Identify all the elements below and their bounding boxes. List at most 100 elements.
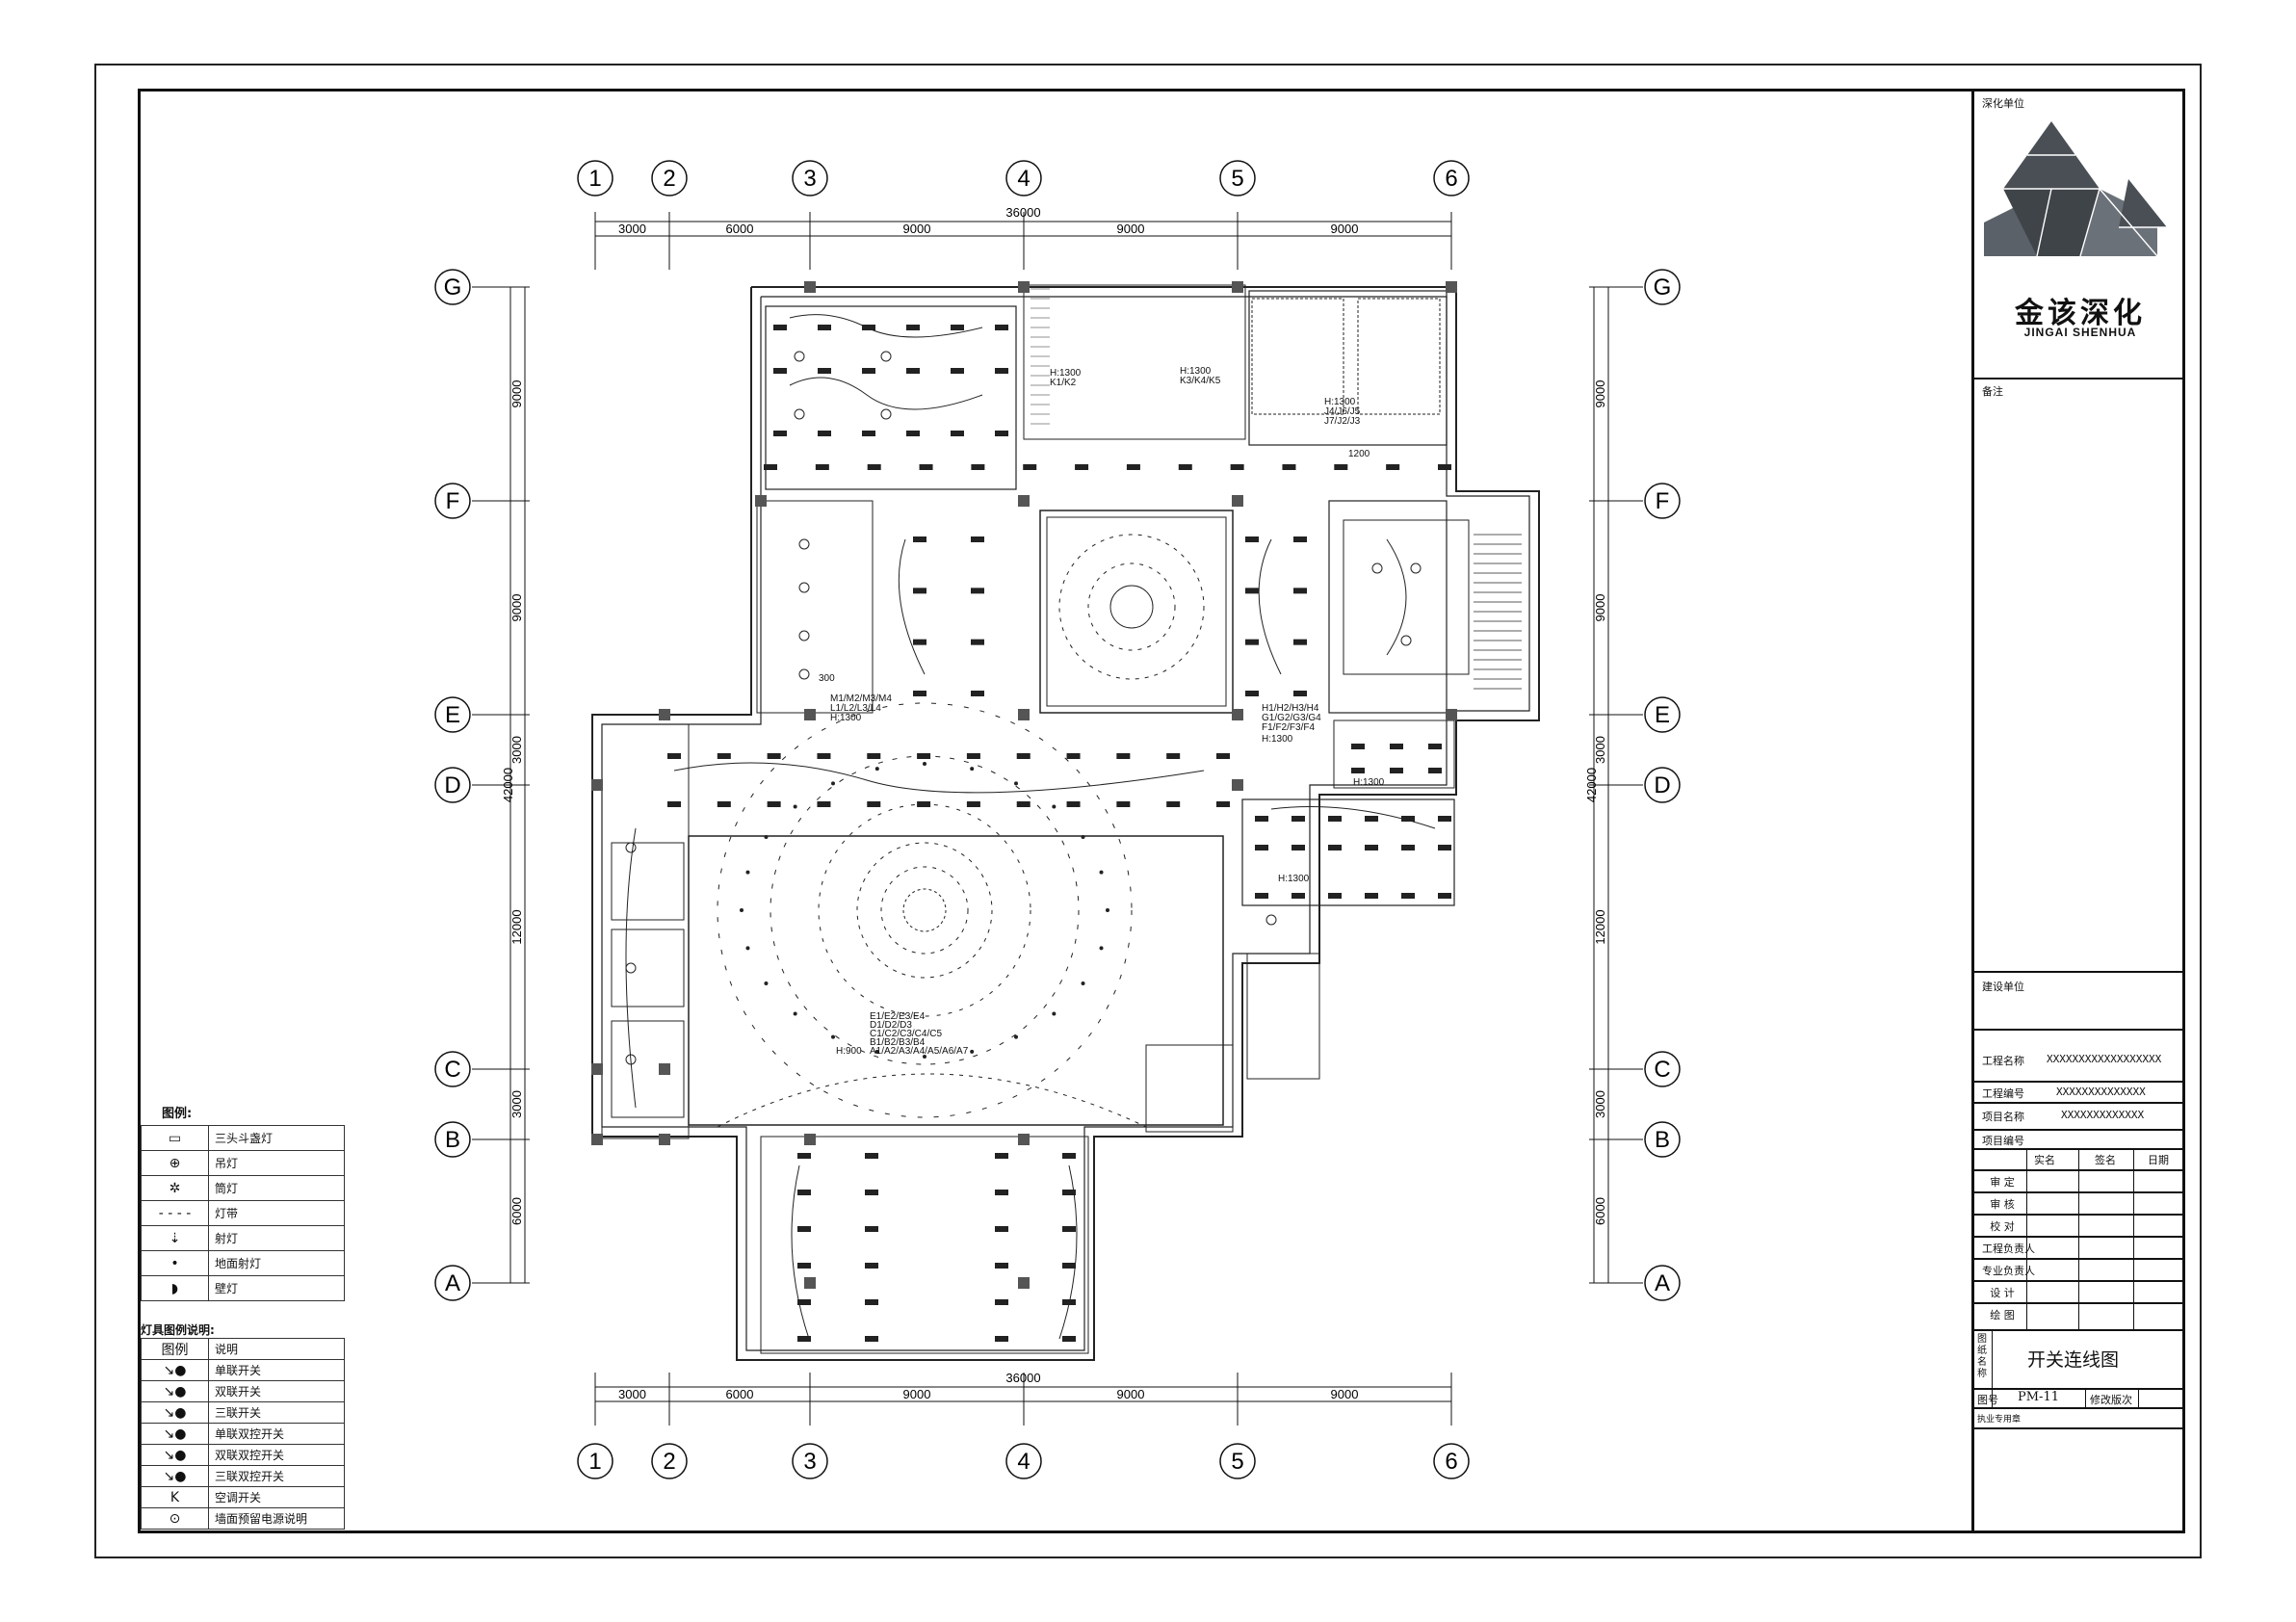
- grille-lamp-icon: [917, 753, 931, 759]
- title-block-divider: [1974, 1280, 2185, 1282]
- floor-spot-icon: [874, 1049, 879, 1054]
- legend-symbol-icon: ✲: [141, 1175, 209, 1201]
- span-dimension-label: 9000: [509, 380, 524, 408]
- grille-lamp-icon: [1230, 464, 1244, 470]
- column-axis-label: 5: [1231, 1449, 1243, 1475]
- column-axis-label: 5: [1231, 166, 1243, 192]
- floor-spot-icon: [745, 946, 750, 951]
- switch-wire: [789, 377, 983, 410]
- switch-wire: [625, 827, 637, 1109]
- grille-lamp-icon: [1428, 744, 1442, 749]
- floor-spot-icon: [1106, 908, 1109, 912]
- title-block-divider: [1974, 971, 2185, 973]
- grille-lamp-icon: [971, 464, 985, 470]
- column-axis-label: 1: [588, 166, 601, 192]
- plan-annotations: H:1300 K1/K2 H:1300 K3/K4/K5 H:1300 J4/J…: [819, 366, 1385, 1057]
- title-block-divider: [1974, 378, 2185, 379]
- switch-wire: [791, 1164, 810, 1340]
- annotation-g-group: G1/G2/G3/G4: [1262, 713, 1321, 723]
- role-label: 设 计: [1990, 1287, 2015, 1299]
- switch-label: 三联双控开关: [208, 1465, 345, 1487]
- switch-wire: [1258, 538, 1282, 675]
- row-axis-label: G: [444, 275, 462, 301]
- grille-lamp-icon: [865, 1336, 878, 1342]
- drawing-inner-frame: [138, 89, 2185, 1533]
- row-axis-bubble: [1644, 1121, 1681, 1158]
- legend-symbol-icon: •: [141, 1250, 209, 1276]
- grille-lamp-icon: [1351, 768, 1365, 773]
- annotation-h900: H:900: [836, 1046, 862, 1057]
- row-axis-bubble: [1644, 269, 1681, 305]
- grille-lamp-icon: [995, 1226, 1008, 1232]
- grille-lamp-icon: [1386, 464, 1400, 470]
- grille-lamp-icon: [1016, 801, 1031, 807]
- legend-row: ✲筒灯: [141, 1175, 345, 1201]
- total-dimension-label: 42000: [501, 768, 515, 802]
- grille-lamp-icon: [667, 801, 681, 807]
- floor-spot-icon: [923, 762, 926, 766]
- structural-columns: [591, 281, 1457, 1289]
- floor-spot-icon: [740, 908, 744, 912]
- role-label: 工程负责人: [1982, 1243, 2035, 1255]
- switch-label: 三联开关: [208, 1401, 345, 1424]
- switch-label: 双联双控开关: [208, 1444, 345, 1466]
- title-block-divider: [1974, 1102, 2185, 1104]
- grille-lamp-icon: [917, 801, 931, 807]
- structural-column: [659, 1063, 670, 1075]
- pendant-lamp-icon: [798, 582, 810, 593]
- pendant-lamp-icon: [794, 351, 805, 362]
- span-dimension-label: 9000: [509, 594, 524, 622]
- span-dimension-label: 3000: [1593, 1090, 1607, 1118]
- column-axis-bubble: [1005, 1443, 1042, 1479]
- grille-lamp-icon: [971, 536, 984, 542]
- grille-lamp-icon: [865, 1190, 878, 1195]
- column-divider: [2138, 1388, 2139, 1407]
- row-axis-bubble: [1644, 1265, 1681, 1301]
- grille-lamp-icon: [767, 753, 781, 759]
- pendant-lamp-icon: [1400, 635, 1412, 646]
- grille-lamp-icon: [1390, 744, 1403, 749]
- header-cell: 图例: [141, 1338, 209, 1360]
- floor-spot-icon: [1014, 1034, 1018, 1039]
- floor-spot-icon: [1099, 870, 1104, 875]
- grille-lamp-icon: [1401, 816, 1415, 822]
- grille-lamp-icon: [773, 325, 787, 330]
- switch-wire: [1058, 1164, 1078, 1340]
- grille-lamp-icon: [1066, 753, 1081, 759]
- role-label: 审 核: [1990, 1198, 2015, 1211]
- switch-symbol-icon: ↘●: [141, 1380, 209, 1402]
- row-axis-label: E: [1655, 702, 1670, 728]
- pendant-lamp-icon: [798, 630, 810, 641]
- column-divider: [2085, 1388, 2086, 1407]
- title-block-divider: [1974, 1427, 2185, 1429]
- structural-column: [804, 1277, 816, 1289]
- switch-legend-row: ↘●单联双控开关: [141, 1423, 345, 1445]
- annotation-h1300: H:1300: [1180, 366, 1212, 377]
- grille-lamp-icon: [1245, 536, 1259, 542]
- grille-lamp-icon: [1438, 845, 1451, 850]
- title-block-divider: [1974, 1329, 2185, 1331]
- grille-lamp-icon: [1292, 845, 1305, 850]
- structural-column: [804, 709, 816, 720]
- pendant-lamp-icon: [798, 538, 810, 550]
- switch-legend-row: ↘●三联双控开关: [141, 1465, 345, 1487]
- grille-lamp-icon: [913, 639, 926, 645]
- grille-lamp-icon: [1216, 753, 1230, 759]
- grille-lamp-icon: [1292, 893, 1305, 899]
- grille-lamp-icon: [995, 1299, 1008, 1305]
- switch-symbol-icon: ↘●: [141, 1401, 209, 1424]
- title-block-divider: [1974, 1129, 2185, 1131]
- switch-legend-row: ↘●单联开关: [141, 1359, 345, 1381]
- switch-legend-title: 灯具图例说明:: [141, 1323, 215, 1337]
- floor-spot-icon: [1099, 946, 1104, 951]
- floor-spot-icon: [831, 1034, 835, 1039]
- grille-lamp-icon: [773, 431, 787, 436]
- grille-lamp-icon: [995, 1263, 1008, 1269]
- column-axis-label: 3: [803, 166, 816, 192]
- legend-symbol-icon: ⇣: [141, 1225, 209, 1251]
- switch-wire: [1386, 538, 1407, 656]
- light-fixtures: [625, 325, 1451, 1342]
- switch-symbol-icon: ↘●: [141, 1465, 209, 1487]
- annotation-j-group: J4/J6/J5: [1324, 406, 1361, 417]
- role-label: 审 定: [1990, 1176, 2015, 1189]
